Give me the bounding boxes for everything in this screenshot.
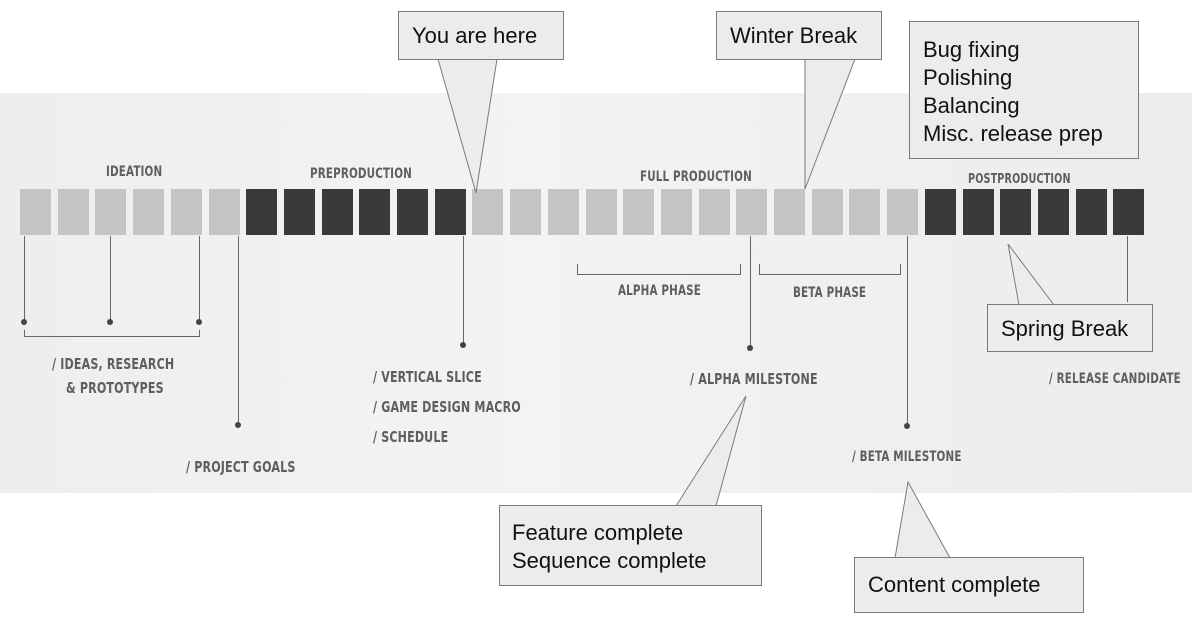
label-ideas-research: / IDEAS, RESEARCH (52, 355, 175, 373)
connector-line (238, 236, 239, 425)
callout-line-polishing: Polishing (923, 65, 1013, 90)
bracket-line (24, 336, 200, 337)
beta-phase-bracket (759, 274, 900, 275)
connector-line (24, 236, 25, 322)
label-alpha-phase: ALPHA PHASE (618, 283, 701, 299)
timeline-cell-light (133, 189, 164, 235)
label-project-goals: / PROJECT GOALS (186, 458, 296, 476)
timeline-cell-dark (1113, 189, 1144, 235)
callout-content-complete: Content complete (854, 557, 1084, 613)
timeline-cell-light (510, 189, 541, 235)
timeline-cell-light (58, 189, 89, 235)
label-prototypes: & PROTOTYPES (66, 379, 164, 397)
timeline-cell-dark (397, 189, 428, 235)
callout-text: Winter Break (730, 23, 858, 48)
timeline-cell-light (20, 189, 51, 235)
connector-line (750, 236, 751, 348)
bracket-tick (759, 264, 760, 275)
label-schedule: / SCHEDULE (373, 428, 449, 446)
bracket-tick (900, 264, 901, 275)
pointer-alpha-complete (675, 395, 747, 507)
phase-label-preproduction: PREPRODUCTION (310, 166, 412, 182)
timeline-cell-light (849, 189, 880, 235)
phase-label-postproduction: POSTPRODUCTION (968, 172, 1071, 187)
milestone-dot (235, 422, 241, 428)
connector-line (1127, 236, 1128, 302)
callout-text: Spring Break (1001, 316, 1129, 341)
label-beta-milestone: / BETA MILESTONE (852, 449, 962, 465)
timeline-cell-light (812, 189, 843, 235)
timeline-cell-light (548, 189, 579, 235)
alpha-phase-bracket (577, 274, 740, 275)
bracket-tick (577, 264, 578, 275)
callout-post-tasks: Bug fixing Polishing Balancing Misc. rel… (909, 21, 1139, 159)
timeline-cell-light (661, 189, 692, 235)
callout-text: You are here (412, 23, 538, 48)
timeline-cell-light (95, 189, 126, 235)
callout-line-sequence-complete: Sequence complete (512, 548, 707, 573)
timeline-cell-light (209, 189, 240, 235)
timeline-cell-light (736, 189, 767, 235)
label-vertical-slice: / VERTICAL SLICE (373, 368, 482, 386)
timeline-cell-light (887, 189, 918, 235)
pointer-spring-break (1007, 243, 1056, 306)
milestone-dot (460, 342, 466, 348)
bracket-tick (199, 330, 200, 337)
timeline-cell-light (623, 189, 654, 235)
label-alpha-milestone: / ALPHA MILESTONE (690, 370, 818, 388)
timeline-cell-dark (963, 189, 994, 235)
timeline-cell-light (586, 189, 617, 235)
connector-line (907, 236, 908, 426)
callout-line-release-prep: Misc. release prep (923, 121, 1103, 146)
timeline-cell-light (171, 189, 202, 235)
milestone-dot (196, 319, 202, 325)
pointer-winter-break (804, 58, 856, 190)
label-beta-phase: BETA PHASE (793, 285, 867, 301)
bracket-tick (24, 330, 25, 337)
milestone-dot (747, 345, 753, 351)
timeline-cell-dark (925, 189, 956, 235)
phase-label-ideation: IDEATION (106, 164, 163, 180)
callout-text: Content complete (868, 572, 1041, 597)
page-background (0, 93, 1192, 493)
timeline-cell-light (774, 189, 805, 235)
timeline-cell-light (472, 189, 503, 235)
connector-line (199, 236, 200, 322)
timeline-cell-dark (1000, 189, 1031, 235)
timeline-cell-dark (322, 189, 353, 235)
callout-alpha-complete: Feature complete Sequence complete (499, 505, 762, 586)
callout-spring-break: Spring Break (987, 304, 1153, 352)
callout-you-are-here: You are here (398, 11, 564, 60)
timeline-cell-dark (1038, 189, 1069, 235)
milestone-dot (107, 319, 113, 325)
callout-line-balancing: Balancing (923, 93, 1020, 118)
timeline-cell-light (699, 189, 730, 235)
milestone-dot (904, 423, 910, 429)
bracket-tick (740, 264, 741, 275)
connector-line (110, 236, 111, 322)
connector-line (463, 236, 464, 345)
pointer-content-complete (894, 480, 951, 559)
callout-line-feature-complete: Feature complete (512, 520, 684, 545)
callout-winter-break: Winter Break (716, 11, 882, 60)
timeline-cell-dark (359, 189, 390, 235)
phase-label-full-production: FULL PRODUCTION (640, 169, 752, 185)
pointer-you-are-here (437, 58, 498, 194)
timeline-cell-dark (1076, 189, 1107, 235)
milestone-dot (21, 319, 27, 325)
label-release-candidate: / RELEASE CANDIDATE (1049, 371, 1181, 387)
callout-line-bug-fixing: Bug fixing (923, 37, 1020, 62)
label-game-design-macro: / GAME DESIGN MACRO (373, 398, 521, 416)
timeline-cell-dark (435, 189, 466, 235)
timeline-cell-dark (246, 189, 277, 235)
timeline-cell-dark (284, 189, 315, 235)
